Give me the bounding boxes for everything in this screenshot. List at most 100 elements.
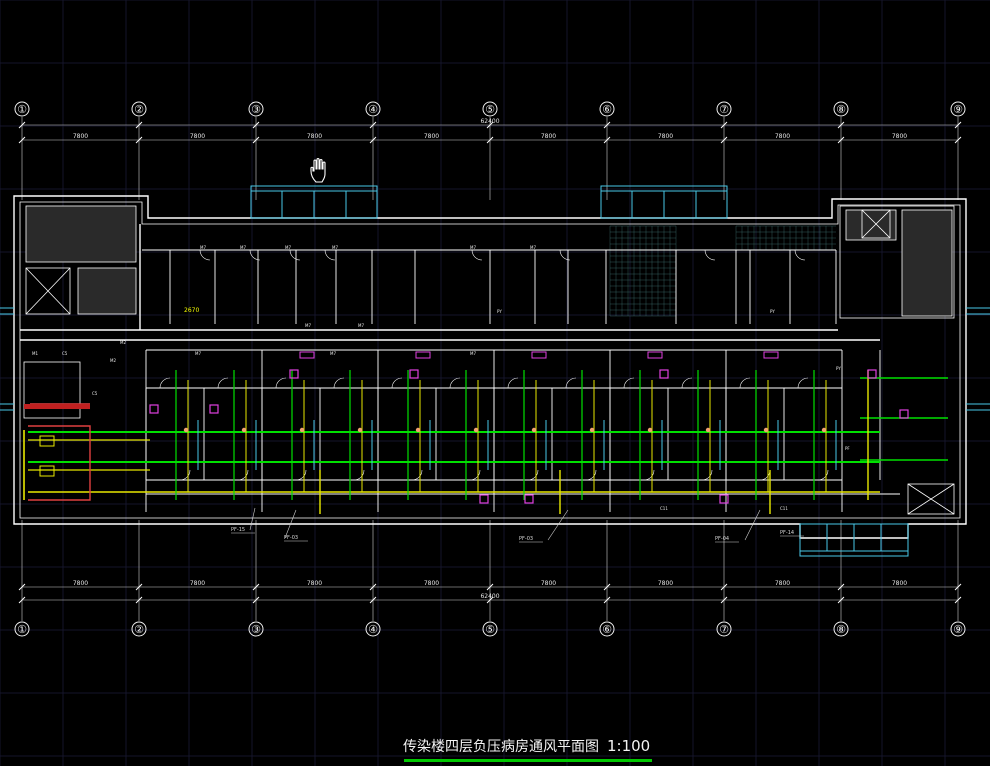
dimension-tick [486, 596, 494, 604]
axis-bubble [482, 101, 498, 117]
door-swing [704, 249, 716, 261]
axis-number: ② [134, 623, 144, 636]
door-swing [565, 377, 577, 389]
door-swing [237, 469, 249, 481]
exhaust-fan-marker [719, 494, 729, 504]
axis-number: ① [17, 103, 27, 116]
axis-number: ③ [251, 103, 261, 116]
dimension-tick [954, 121, 962, 129]
air-terminal [531, 351, 547, 359]
dimension-tick [486, 121, 494, 129]
dimension-tick [135, 583, 143, 591]
door-swing [275, 377, 287, 389]
door-swing [527, 469, 539, 481]
axis-bubble [14, 621, 30, 637]
pf-tag: PF-03 [519, 536, 533, 542]
door-swing [585, 469, 597, 481]
dimension-tick [369, 136, 377, 144]
room-tag: M7 [470, 351, 476, 356]
door-swing [249, 249, 261, 261]
bay-dimension: 7800 [658, 580, 673, 587]
room-tag: M7 [195, 351, 201, 356]
diffuser-marker [531, 427, 537, 433]
dimension-tick [603, 583, 611, 591]
door-swing [159, 377, 171, 389]
exhaust-fan-marker [209, 404, 219, 414]
room-tag: M7 [470, 245, 476, 250]
dimension-tick [252, 583, 260, 591]
door-swing [199, 249, 211, 261]
door-swing [295, 469, 307, 481]
diffuser-marker [241, 427, 247, 433]
stair-core-right [839, 205, 955, 515]
diffuser-marker [357, 427, 363, 433]
dimension-tick [486, 136, 494, 144]
drop-duct [319, 470, 771, 514]
dimension-tick [18, 136, 26, 144]
axis-number: ⑦ [719, 623, 729, 636]
dimension-tick [252, 136, 260, 144]
axis-number: ⑥ [602, 623, 612, 636]
air-terminal [299, 351, 315, 359]
fire-damper-band [24, 404, 90, 409]
pf-tag: PF-15 [231, 527, 245, 533]
exhaust-fan-marker [479, 494, 489, 504]
axis-bubble [599, 621, 615, 637]
room-tag: M7 [285, 245, 291, 250]
duct-red [28, 425, 91, 501]
room-partitions [142, 249, 900, 512]
axis-bubble [14, 101, 30, 117]
dimension-tick [837, 596, 845, 604]
door-swing [739, 377, 751, 389]
bay-dimension: 7800 [775, 133, 790, 140]
axis-bubble [248, 621, 264, 637]
dimension-tick [954, 596, 962, 604]
axis-bubble [365, 621, 381, 637]
door-swing [411, 469, 423, 481]
yellow-note: 2670 [184, 307, 199, 314]
dimension-tick [720, 596, 728, 604]
axis-number: ② [134, 103, 144, 116]
dimension-tick [837, 583, 845, 591]
axis-bubble [131, 101, 147, 117]
bay-dimension: 7800 [541, 580, 556, 587]
exhaust-fan-marker [899, 409, 909, 419]
hand-cursor-icon [310, 158, 326, 183]
bay-dimension: 7800 [658, 133, 673, 140]
axis-bubble [131, 621, 147, 637]
axis-bubble [833, 101, 849, 117]
axis-bubble [950, 101, 966, 117]
total-dimension: 62400 [480, 593, 499, 600]
exhaust-fan-marker [867, 369, 877, 379]
stair-core-left [23, 205, 137, 419]
window-bays [0, 185, 990, 557]
dimension-tick [252, 596, 260, 604]
air-terminal [415, 351, 431, 359]
door-swing [179, 469, 191, 481]
dimension-tick [252, 121, 260, 129]
bay-dimension: 7800 [775, 580, 790, 587]
door-swing [643, 469, 655, 481]
pf-tag: PF-14 [780, 530, 794, 536]
axis-number: ⑨ [953, 103, 963, 116]
axis-number: ③ [251, 623, 261, 636]
axis-bubble [599, 101, 615, 117]
dimension-tick [603, 136, 611, 144]
dimension-tick [720, 583, 728, 591]
equipment-markers [24, 351, 909, 504]
dimension-tick [603, 121, 611, 129]
dimension-tick [720, 136, 728, 144]
dimension-tick [486, 583, 494, 591]
axis-number: ⑧ [836, 623, 846, 636]
room-tag: M7 [240, 245, 246, 250]
exhaust-fan-marker [289, 369, 299, 379]
axis-number: ① [17, 623, 27, 636]
diffuser-marker [647, 427, 653, 433]
door-swing [797, 377, 809, 389]
leader-line [249, 507, 761, 541]
diffuser-marker [705, 427, 711, 433]
